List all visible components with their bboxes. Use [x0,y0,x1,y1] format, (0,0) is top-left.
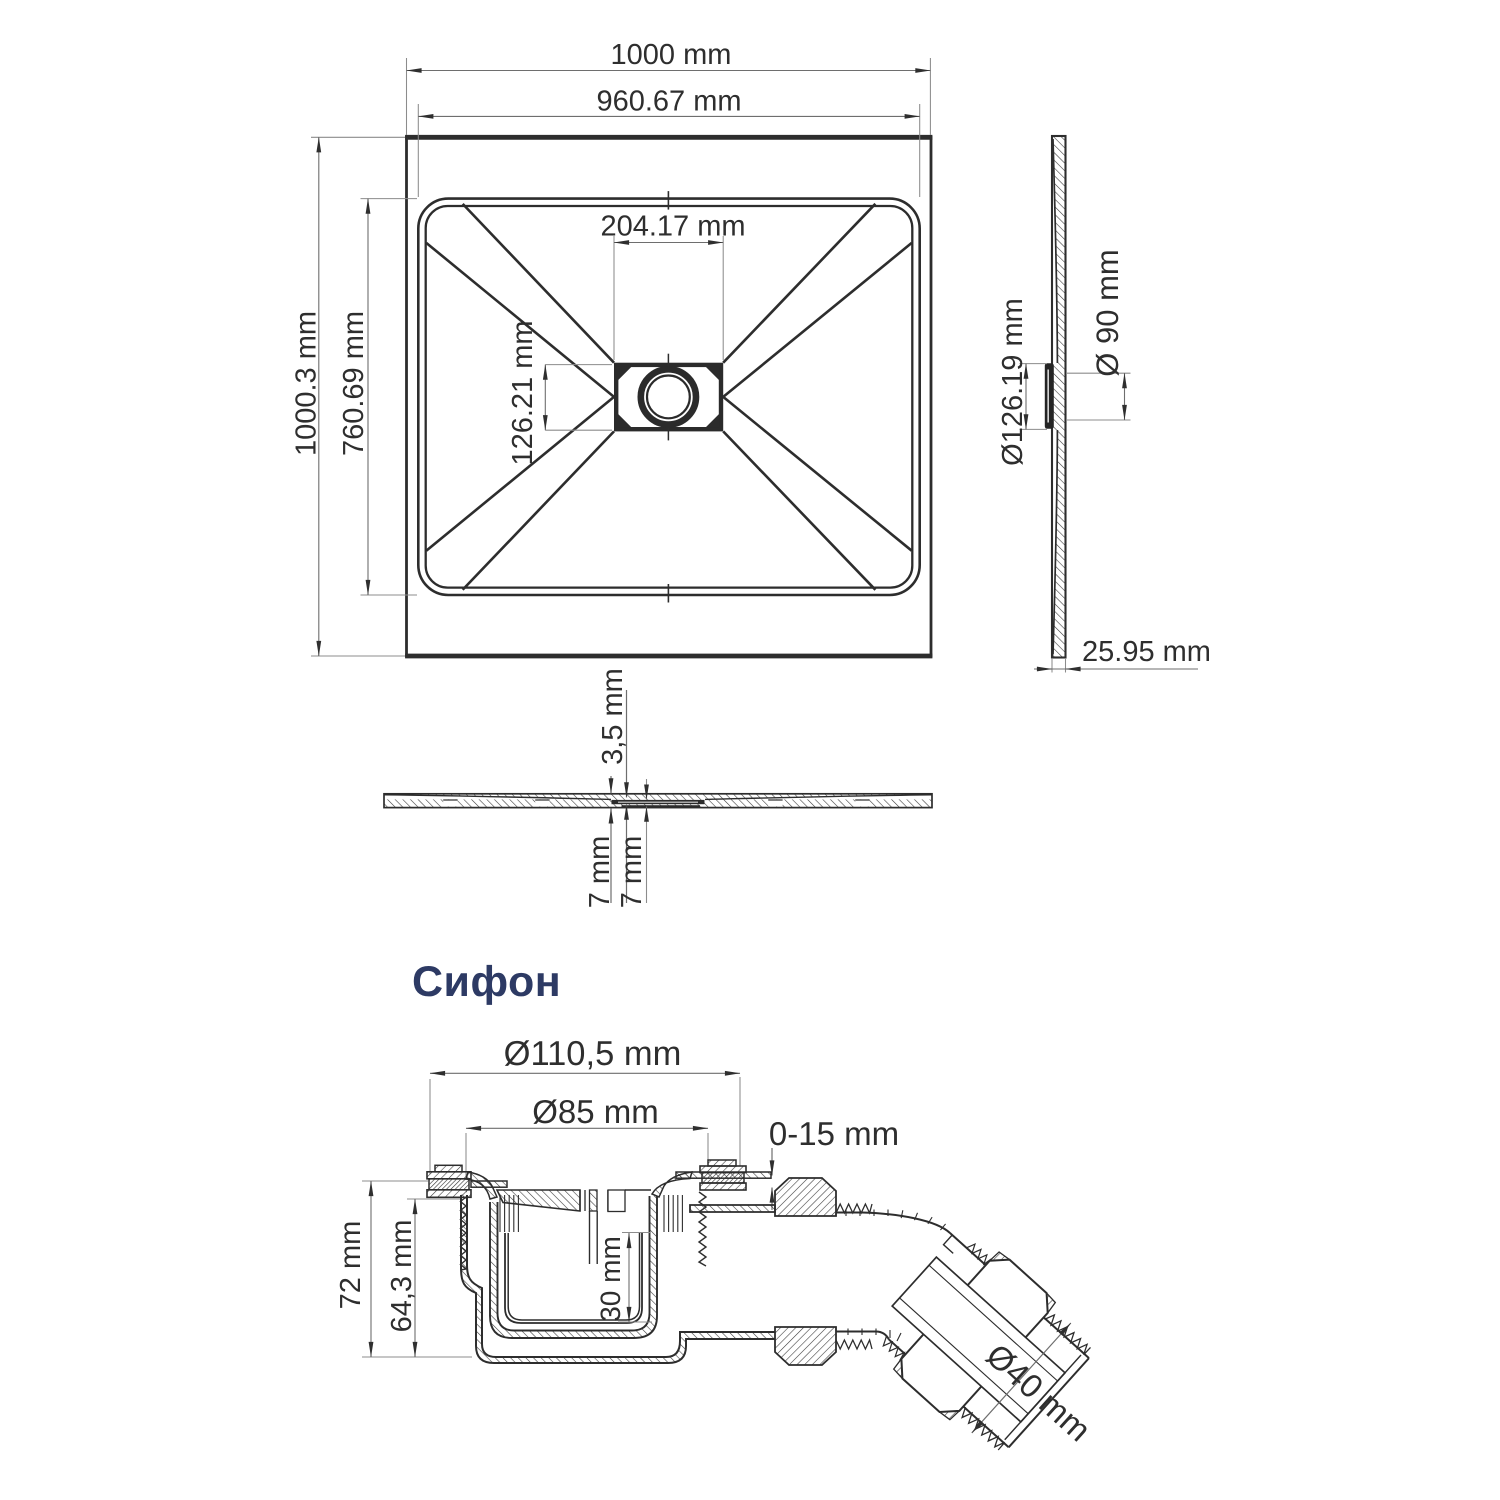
svg-text:960.67 mm: 960.67 mm [596,86,741,118]
svg-text:1000 mm: 1000 mm [611,39,732,71]
svg-text:126.21 mm: 126.21 mm [507,320,539,465]
svg-text:0-15 mm: 0-15 mm [769,1115,899,1152]
svg-text:25.95 mm: 25.95 mm [1082,636,1211,668]
svg-text:204.17 mm: 204.17 mm [600,211,745,243]
svg-text:Ø85 mm: Ø85 mm [532,1093,659,1130]
svg-text:64,3 mm: 64,3 mm [386,1220,418,1333]
svg-text:Ø126.19 mm: Ø126.19 mm [997,298,1029,466]
svg-text:1000.3 mm: 1000.3 mm [291,311,323,456]
svg-text:7 mm: 7 mm [616,836,648,909]
svg-text:7 mm: 7 mm [584,836,616,909]
svg-text:Ø 90 mm: Ø 90 mm [1090,249,1125,376]
svg-text:30 mm: 30 mm [595,1236,626,1322]
svg-text:72 mm: 72 mm [335,1221,367,1310]
svg-text:Ø110,5 mm: Ø110,5 mm [504,1035,682,1073]
svg-text:760.69 mm: 760.69 mm [338,311,370,456]
svg-text:Сифон: Сифон [412,958,561,1006]
svg-text:3,5 mm: 3,5 mm [597,668,629,765]
